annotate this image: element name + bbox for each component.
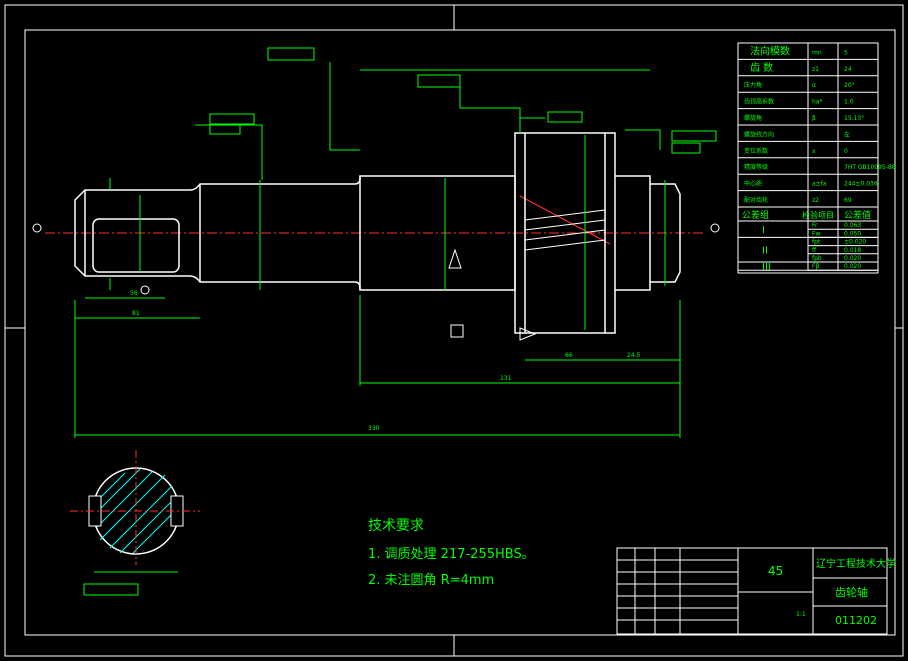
param-symbol: z1 bbox=[812, 66, 819, 73]
param-value: 20° bbox=[844, 82, 855, 89]
param-value: 0 bbox=[844, 148, 848, 155]
param-symbol: z2 bbox=[812, 197, 819, 204]
section-view bbox=[70, 450, 200, 596]
tech-item-2: 2. 未注圆角 R=4mm bbox=[368, 573, 494, 588]
dim-key-length: 56 bbox=[130, 290, 138, 297]
param-name: 中心距 bbox=[744, 180, 762, 188]
param-symbol: ha* bbox=[812, 99, 822, 106]
drawing-number: 011202 bbox=[835, 614, 877, 627]
centerline bbox=[45, 195, 705, 245]
param-symbol: a±fa bbox=[812, 181, 827, 188]
group-item-symbol: ff bbox=[812, 247, 817, 254]
part-name: 齿轮轴 bbox=[835, 585, 868, 599]
group-item-value: 0.020 bbox=[844, 255, 861, 262]
dim-gear-section: 131 bbox=[500, 375, 512, 382]
group-item-symbol: fpb bbox=[812, 255, 822, 262]
drawing-frame bbox=[4, 4, 904, 657]
param-name: 变位系数 bbox=[744, 147, 768, 155]
dim-gear-width: 66 bbox=[565, 352, 573, 359]
group-item-value: 0.020 bbox=[844, 263, 861, 270]
param-symbol: x bbox=[812, 148, 816, 155]
param-name: 齿 数 bbox=[750, 61, 773, 74]
helix-lines bbox=[524, 209, 606, 251]
material-text: 45 bbox=[768, 564, 783, 578]
param-name: 压力角 bbox=[744, 81, 762, 89]
group-item-value: 0.018 bbox=[844, 247, 861, 254]
shaft-outline bbox=[74, 132, 681, 334]
school-name: 辽宁工程技术大学 bbox=[816, 557, 896, 570]
param-value: 244±0.036 bbox=[844, 181, 878, 188]
param-value: 69 bbox=[844, 197, 852, 204]
dim-shaft-left: 81 bbox=[132, 310, 140, 317]
param-name: 齿顶高系数 bbox=[744, 98, 774, 106]
param-symbol: mn bbox=[812, 49, 822, 56]
group-name: III bbox=[762, 262, 771, 273]
scale-text: 1:1 bbox=[796, 611, 806, 618]
group-item-symbol: Fβ bbox=[812, 263, 819, 270]
group-header-2: 检验项目 bbox=[802, 210, 834, 220]
group-item-value: ±0.020 bbox=[844, 239, 866, 246]
tech-title: 技术要求 bbox=[368, 518, 424, 534]
param-symbol: β bbox=[812, 115, 816, 122]
param-symbol: α bbox=[812, 82, 816, 89]
group-item-symbol: Fw bbox=[812, 230, 820, 237]
group-header-1: 公差组 bbox=[742, 209, 769, 221]
dimension-lines bbox=[74, 47, 717, 438]
dim-overall-length: 330 bbox=[368, 425, 380, 432]
group-name: II bbox=[762, 246, 768, 257]
param-value: 1.0 bbox=[844, 99, 854, 106]
group-header-3: 公差值 bbox=[844, 209, 871, 221]
param-value: 24 bbox=[844, 66, 852, 73]
dimension-texts: 330 131 81 56 66 24.5 bbox=[130, 290, 641, 432]
title-block-text: 45 辽宁工程技术大学 齿轮轴 011202 1:1 bbox=[768, 557, 896, 627]
param-value: 15.13° bbox=[844, 115, 864, 122]
group-item-symbol: fpt bbox=[812, 239, 821, 246]
group-item-value: 0.050 bbox=[844, 230, 861, 237]
param-name: 螺旋角 bbox=[744, 114, 762, 122]
param-value: 7HT GB10095-88 bbox=[844, 164, 896, 171]
group-name: I bbox=[762, 225, 765, 236]
datum-markers bbox=[32, 223, 720, 341]
param-name: 螺旋线方向 bbox=[744, 130, 774, 138]
param-name: 法向模数 bbox=[750, 44, 790, 57]
param-name: 精度等级 bbox=[744, 163, 768, 171]
tech-requirements: 技术要求 1. 调质处理 217-255HBS。 2. 未注圆角 R=4mm bbox=[368, 518, 535, 588]
group-item-symbol: Fr bbox=[812, 222, 818, 229]
title-block bbox=[616, 547, 888, 635]
dim-right-end: 24.5 bbox=[627, 352, 641, 359]
group-item-value: 0.063 bbox=[844, 222, 861, 229]
param-name: 配对齿轮 bbox=[744, 196, 768, 204]
param-value: 5 bbox=[844, 49, 848, 56]
param-rows: 法向模数 mn 5 齿 数 z1 24 压力角 α 20° 齿顶高系数 ha* 1.0 螺旋角 β 15.1… bbox=[738, 44, 896, 273]
tech-item-1: 1. 调质处理 217-255HBS。 bbox=[368, 547, 535, 562]
param-value: 左 bbox=[844, 130, 850, 138]
